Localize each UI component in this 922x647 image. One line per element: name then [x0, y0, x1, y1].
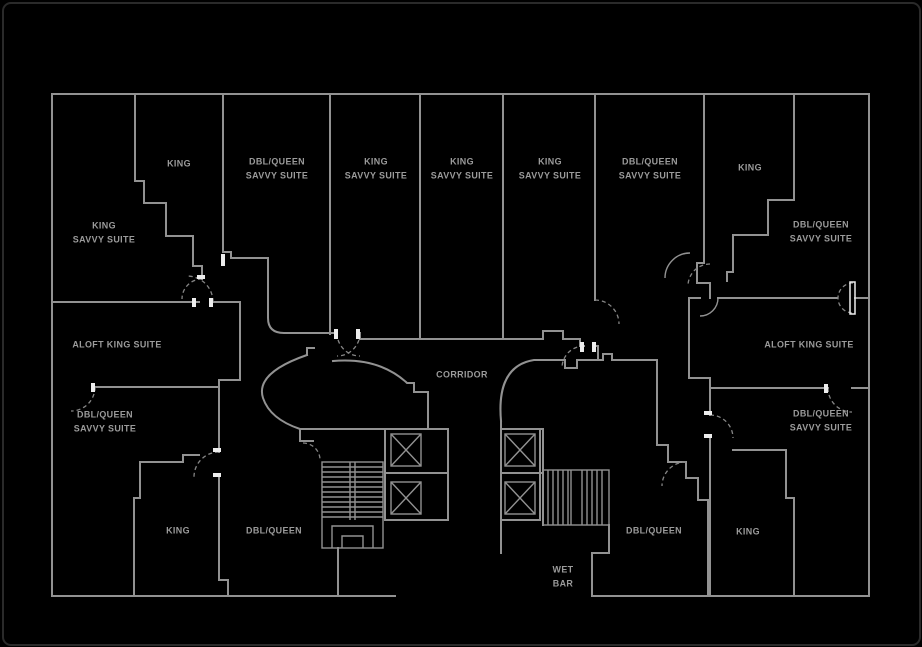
corridor-walls	[359, 330, 599, 359]
elevator-left-lower-icon	[390, 481, 422, 515]
right-core	[499, 353, 687, 597]
room-label-dblqueen-se: DBL/QUEEN	[626, 525, 682, 537]
room-label-dblqueen-sw: DBL/QUEEN	[246, 525, 302, 537]
door-jambs	[91, 254, 828, 477]
room-label-aloft-king-west: ALOFT KING SUITE	[72, 339, 162, 351]
elevator-right-upper-icon	[504, 433, 536, 467]
west-suite-walls	[51, 301, 241, 597]
elevator-right-lower-icon	[504, 481, 536, 515]
right-stairs-icon	[542, 469, 610, 526]
corridor-label: CORRIDOR	[436, 369, 488, 381]
outer-walls	[51, 93, 870, 597]
east-suite-walls	[685, 297, 870, 597]
room-label-king-sw: KING	[166, 525, 190, 537]
left-stairs-icon	[321, 461, 384, 549]
room-divider-walls	[134, 93, 795, 340]
room-label-king-nw: KING	[167, 158, 191, 170]
room-label-king-se: KING	[736, 526, 760, 538]
left-core	[260, 347, 449, 597]
room-label-king-ne: KING	[738, 162, 762, 174]
elevator-left-upper-icon	[390, 433, 422, 467]
room-label-aloft-king-east: ALOFT KING SUITE	[764, 339, 854, 351]
entry-door-icon	[849, 281, 856, 315]
door-leaf-arcs	[664, 252, 719, 317]
